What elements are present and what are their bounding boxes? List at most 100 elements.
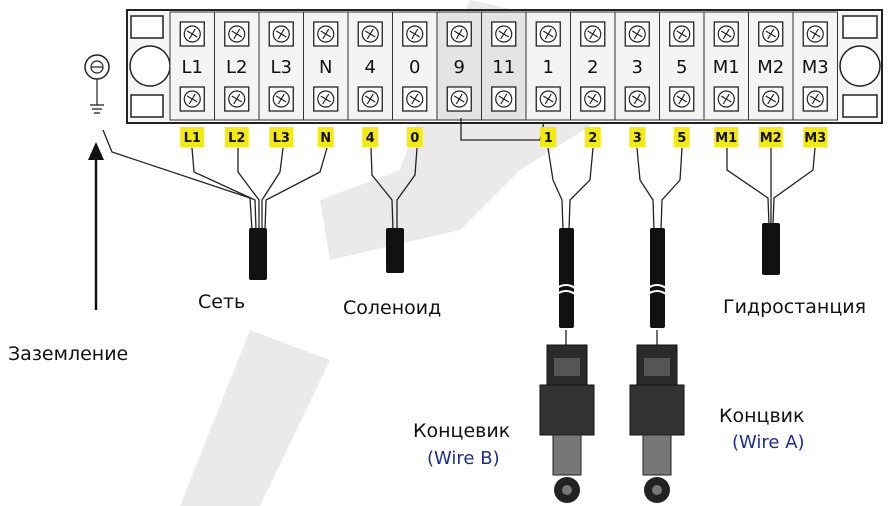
svg-text:M2: M2 xyxy=(760,131,782,146)
terminal-label: 4 xyxy=(365,57,376,78)
terminal-screw-top xyxy=(224,21,250,47)
terminal-screw-bottom xyxy=(802,86,828,112)
wire-tag: 0 xyxy=(406,127,423,147)
terminal-screw-top xyxy=(268,21,294,47)
terminal-screw-bottom xyxy=(758,86,784,112)
wire-tags: L1 L2 L3 N 4 0 1 2 3 5 M1 M2 M3 xyxy=(180,127,828,147)
terminal-screw-bottom xyxy=(268,86,294,112)
terminal-screw-bottom xyxy=(669,86,695,112)
wire-tag: 1 xyxy=(540,127,557,147)
terminal-screw-bottom xyxy=(402,86,428,112)
cable-sleeves xyxy=(249,223,780,328)
wire-tag: 5 xyxy=(673,127,690,147)
ground-arrow xyxy=(88,142,104,310)
svg-text:L3: L3 xyxy=(273,131,290,146)
wire-tag: N xyxy=(317,127,334,147)
svg-text:M3: M3 xyxy=(804,131,826,146)
svg-text:5: 5 xyxy=(677,131,686,146)
terminal-m3: M3 xyxy=(792,11,838,121)
terminal-screw-bottom xyxy=(224,86,250,112)
label-limit-switch-a-wire: (Wire A) xyxy=(732,432,805,453)
terminal-label: N xyxy=(319,57,332,78)
wire-tag: 2 xyxy=(584,127,601,147)
wire-tag: 4 xyxy=(362,127,379,147)
terminal-screw-bottom xyxy=(313,86,339,112)
wire-tag: M2 xyxy=(758,127,783,147)
label-hydro-station: Гидростанция xyxy=(723,296,867,318)
wire-tag: M3 xyxy=(803,127,828,147)
terminal-label: M1 xyxy=(713,57,740,78)
terminal-m1: M1 xyxy=(703,11,749,121)
wire-tag: L2 xyxy=(224,127,249,147)
terminal-screw-top xyxy=(402,21,428,47)
terminal-n: N xyxy=(303,11,349,121)
terminal-screw-top xyxy=(580,21,606,47)
terminal-screw-bottom xyxy=(357,86,383,112)
wire-tag: L3 xyxy=(269,127,294,147)
terminal-screw-bottom xyxy=(580,86,606,112)
label-ground: Заземление xyxy=(8,343,129,365)
wires xyxy=(102,118,816,345)
terminal-screw-top xyxy=(179,21,205,47)
terminal-l2: L2 xyxy=(214,11,260,121)
label-limit-switch-b: Концевик xyxy=(413,420,511,442)
terminal-screw-bottom xyxy=(624,86,650,112)
terminal-label: 5 xyxy=(676,57,687,78)
svg-text:M1: M1 xyxy=(715,131,737,146)
terminal-screw-top xyxy=(357,21,383,47)
terminal-label: 0 xyxy=(409,57,420,78)
terminal-label: L1 xyxy=(182,57,203,78)
terminal-3: 3 xyxy=(614,11,660,121)
svg-text:L2: L2 xyxy=(228,131,245,146)
terminal-screw-top xyxy=(802,21,828,47)
terminal-l3: L3 xyxy=(258,11,304,121)
terminal-11: 11 xyxy=(481,11,527,121)
svg-text:L1: L1 xyxy=(184,131,201,146)
terminal-screw-top xyxy=(535,21,561,47)
terminal-screw-top xyxy=(446,21,472,47)
terminal-label: L2 xyxy=(226,57,247,78)
label-mains: Сеть xyxy=(198,291,246,313)
terminal-4: 4 xyxy=(347,11,393,121)
wire-tag: L1 xyxy=(180,127,205,147)
svg-text:3: 3 xyxy=(633,131,642,146)
svg-text:2: 2 xyxy=(588,131,597,146)
limit-switch-b xyxy=(539,344,595,503)
terminal-2: 2 xyxy=(570,11,616,121)
svg-text:N: N xyxy=(320,131,331,146)
terminal-screw-top xyxy=(313,21,339,47)
terminal-screw-bottom xyxy=(446,86,472,112)
label-solenoid: Соленоид xyxy=(343,297,442,319)
terminal-label: 1 xyxy=(543,57,554,78)
terminal-screw-top xyxy=(669,21,695,47)
terminal-screw-top xyxy=(713,21,739,47)
terminal-label: 11 xyxy=(492,57,515,78)
limit-switch-a xyxy=(629,344,685,503)
cable-break-marks xyxy=(556,284,667,295)
terminal-label: L3 xyxy=(271,57,292,78)
terminal-0: 0 xyxy=(392,11,438,121)
terminal-label: M2 xyxy=(757,57,784,78)
terminal-1: 1 xyxy=(525,11,571,121)
label-limit-switch-a: Концвик xyxy=(719,405,805,427)
terminal-5: 5 xyxy=(659,11,705,121)
svg-text:1: 1 xyxy=(544,131,553,146)
svg-text:0: 0 xyxy=(410,131,419,146)
label-limit-switch-b-wire: (Wire B) xyxy=(427,448,500,469)
ground-terminal xyxy=(84,54,110,114)
terminal-label: 2 xyxy=(587,57,598,78)
terminal-screw-bottom xyxy=(713,86,739,112)
wire-tag: 3 xyxy=(629,127,646,147)
terminal-m2: M2 xyxy=(748,11,794,121)
terminal-screw-bottom xyxy=(491,86,517,112)
terminal-screw-top xyxy=(491,21,517,47)
wire-tag: M1 xyxy=(714,127,739,147)
terminal-label: 9 xyxy=(454,57,465,78)
terminal-screw-bottom xyxy=(179,86,205,112)
terminal-screw-top xyxy=(624,21,650,47)
terminal-l1: L1 xyxy=(169,11,215,121)
terminal-screw-top xyxy=(758,21,784,47)
terminal-screw-bottom xyxy=(535,86,561,112)
